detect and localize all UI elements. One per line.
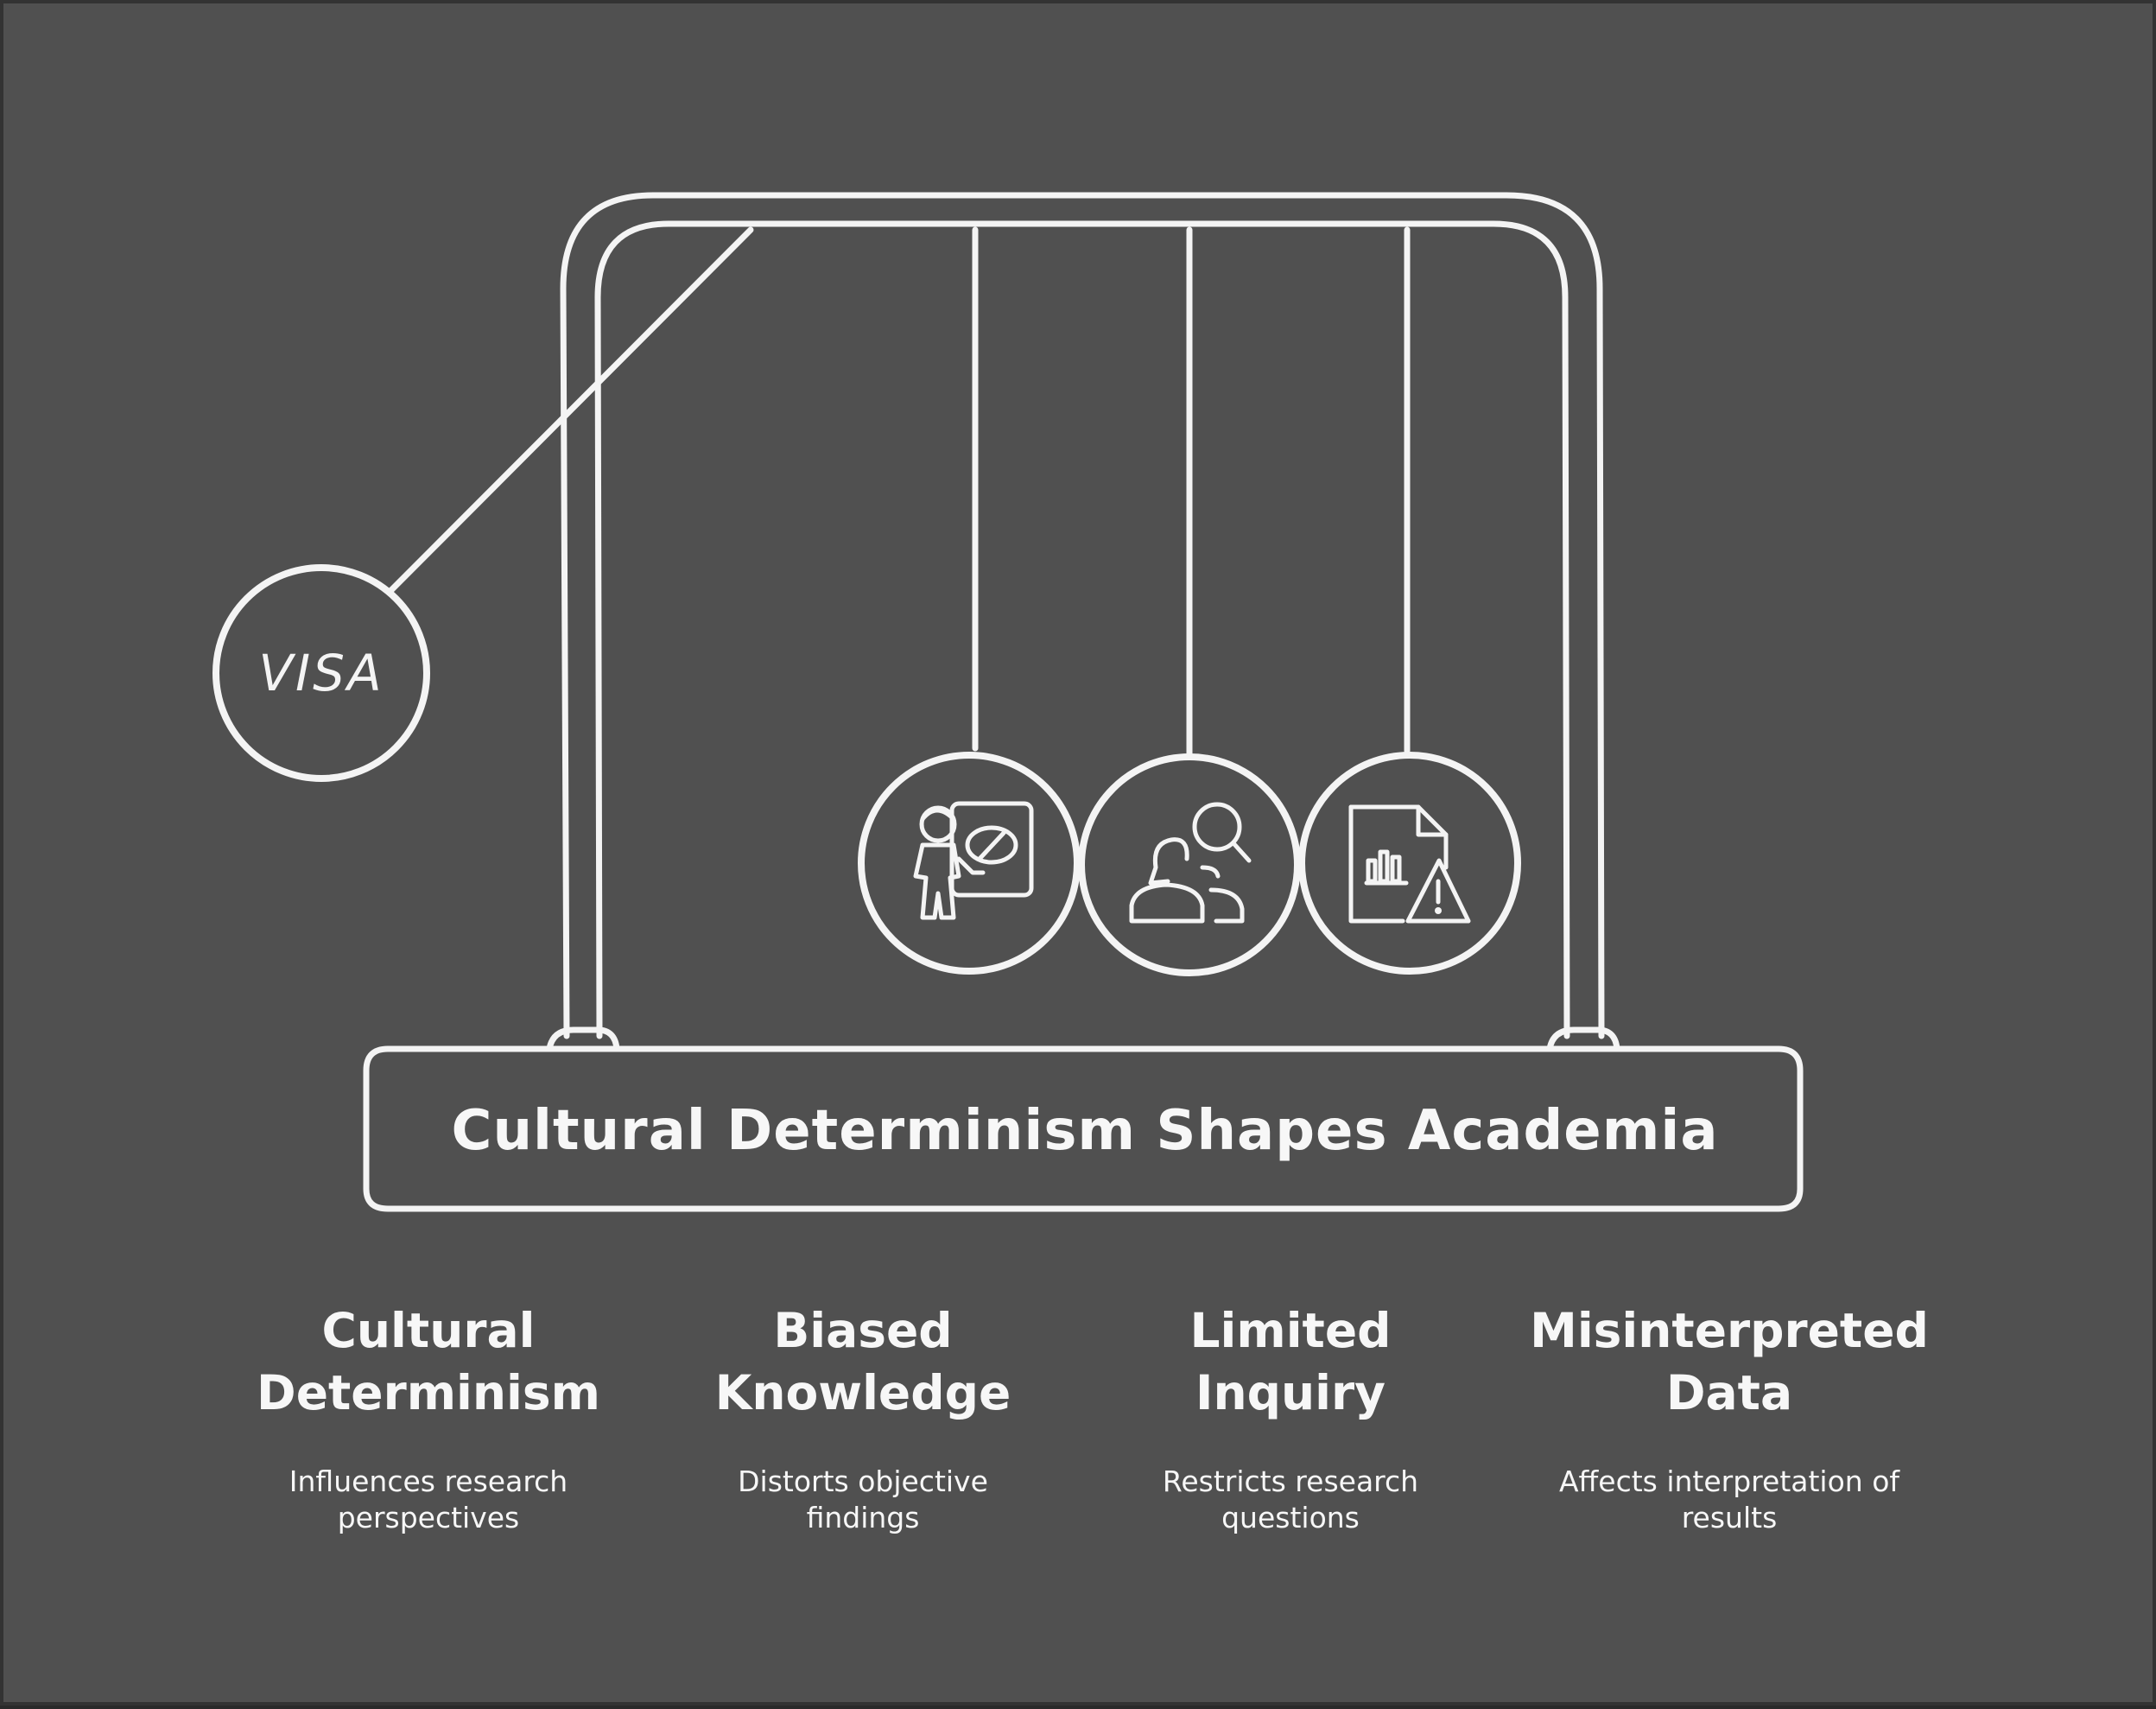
column-cultural-determinism: Cultural Determinism Influences research… [212,1299,644,1534]
people-with-magnifier-icon [1129,802,1252,924]
hanging-ball-3 [1298,752,1521,975]
column-description: Affects interpretation of results [1513,1464,1945,1536]
column-title-line1: Misinterpreted [1530,1303,1929,1358]
column-title-line2: Determinism [257,1365,600,1420]
column-description-line1: Influences research [289,1464,568,1498]
document-chart-warning-icon [1348,804,1471,924]
column-description: Distorts objective findings [647,1464,1079,1536]
cradle-frame-outer [560,192,1605,1039]
column-description-line2: findings [806,1501,920,1534]
column-description-line1: Distorts objective [738,1464,988,1498]
presenter-with-biased-chart-icon [913,801,1034,920]
column-title-line2: Inquiry [1195,1365,1386,1420]
column-title-line1: Cultural [321,1303,536,1358]
column-misinterpreted-data: Misinterpreted Data Affects interpretati… [1513,1299,1945,1534]
swinging-string [387,226,754,594]
column-description-line1: Restricts research [1162,1464,1419,1498]
column-description-line2: questions [1221,1501,1360,1534]
cradle-frame-inner [594,220,1570,1039]
column-description-line2: results [1681,1501,1778,1534]
swinging-ball-label: VISA [258,644,384,702]
column-title-line2: Knowledge [714,1365,1011,1420]
column-title-line2: Data [1665,1365,1793,1420]
cradle-foot-left [546,1026,620,1052]
column-description: Restricts research questions [1075,1464,1506,1536]
newtons-cradle-diagram [212,192,1804,1212]
column-description: Influences research perspectives [212,1464,644,1536]
diagram-title: Cultural Determinism Shapes Academia [451,1099,1719,1163]
cradle-base [363,1045,1804,1212]
hanging-ball-2 [1078,753,1301,976]
swinging-ball [212,564,430,782]
column-description-line2: perspectives [337,1501,520,1534]
column-description-line1: Affects interpretation of [1558,1464,1900,1498]
column-title-line1: Limited [1189,1303,1392,1358]
column-title-line1: Biased [773,1303,953,1358]
hanging-ball-1 [858,752,1081,975]
cradle-foot-right [1546,1026,1620,1052]
column-biased-knowledge: Biased Knowledge Distorts objective find… [647,1299,1079,1534]
column-limited-inquiry: Limited Inquiry Restricts research quest… [1075,1299,1506,1534]
